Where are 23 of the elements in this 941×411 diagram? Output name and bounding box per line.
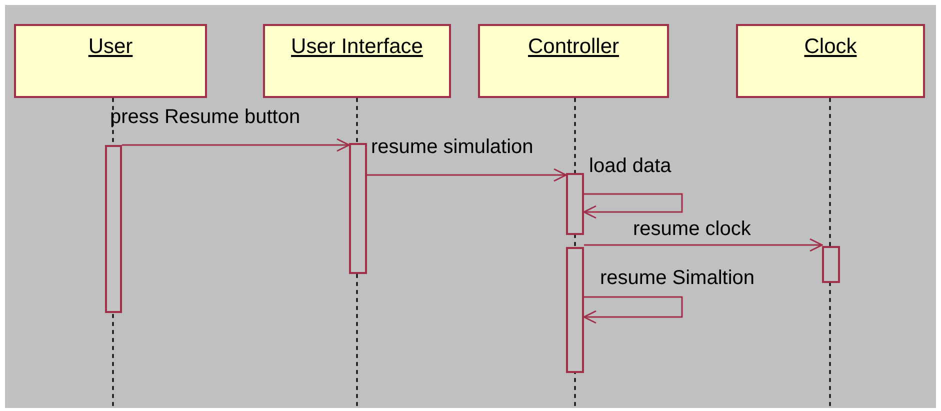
activation-bar xyxy=(349,143,367,274)
message-arrow xyxy=(583,193,683,219)
activation-bar xyxy=(105,145,122,313)
message-label: resume simulation xyxy=(371,136,534,158)
object-name: User Interface xyxy=(291,35,423,59)
message-label: resume clock xyxy=(633,218,751,240)
message-arrow xyxy=(122,138,350,152)
message-label: load data xyxy=(589,155,672,177)
object-box xyxy=(478,24,669,98)
message-label: press Resume button xyxy=(110,106,300,128)
object-box xyxy=(14,24,207,98)
message-arrow xyxy=(583,296,683,324)
activation-bar xyxy=(822,246,840,283)
activation-bar xyxy=(566,173,584,235)
object-name: Clock xyxy=(804,35,857,59)
message-arrow xyxy=(367,168,567,182)
message-arrow xyxy=(584,238,823,252)
object-name: User xyxy=(88,35,133,59)
message-label: resume Simaltion xyxy=(600,267,755,289)
object-name: Controller xyxy=(528,35,620,59)
object-box xyxy=(736,24,925,98)
object-box xyxy=(263,24,451,98)
activation-bar xyxy=(566,247,584,373)
